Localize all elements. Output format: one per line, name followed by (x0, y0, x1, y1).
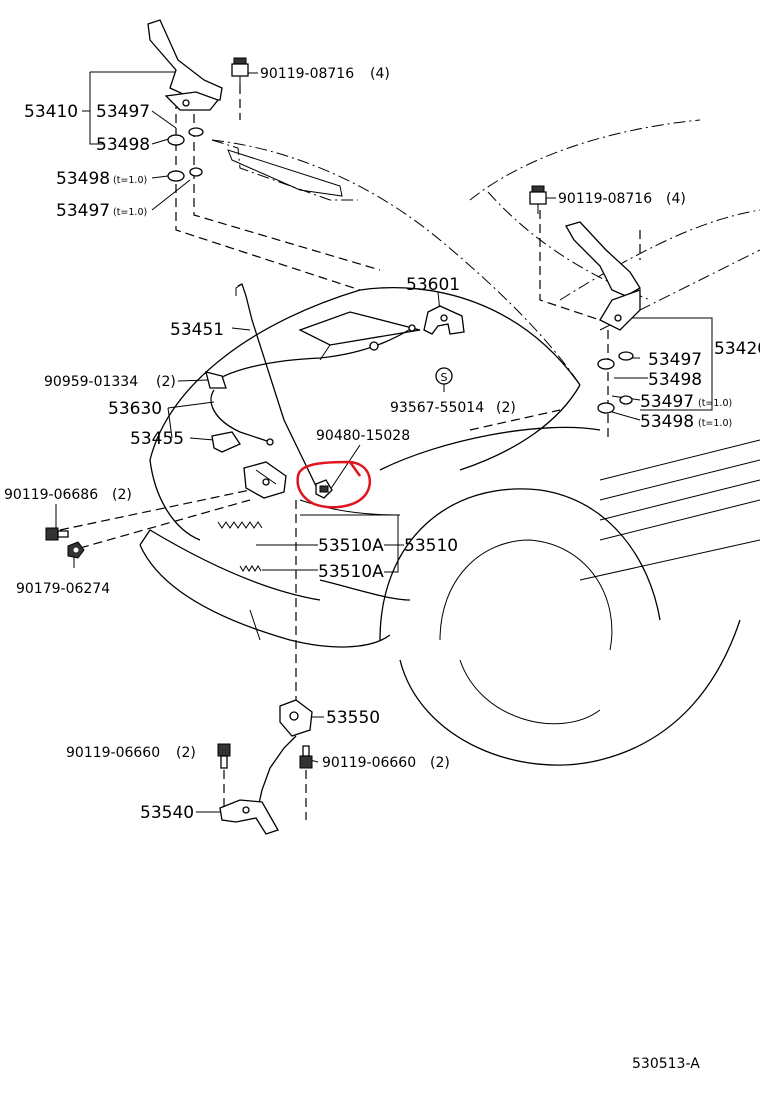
hood-lock-53510 (243, 461, 287, 499)
label-bolt-lock: 90119-06686 (4, 487, 98, 503)
label-53630: 53630 (108, 399, 162, 419)
label-53451: 53451 (170, 320, 224, 340)
label-53497-t10-left: 53497 (56, 201, 110, 221)
label-bolt-left: 90119-08716 (260, 66, 354, 82)
label-53420: 53420 (714, 339, 760, 359)
release-handle-53455 (211, 431, 241, 453)
label-cushion: 90480-15028 (316, 428, 410, 444)
lock-bolt-90119-06686 (45, 527, 69, 541)
label-53497-hinge-left: 53497 (96, 102, 150, 122)
part-labels: 53410 53497 53498 53498 (t=1.0) 53497 (t… (4, 66, 760, 1072)
label-53550: 53550 (326, 708, 380, 728)
hood-release-cable-53630 (210, 324, 416, 446)
washer-53497-left (188, 127, 204, 137)
label-53510a-1: 53510A (318, 536, 384, 556)
label-53497-hinge-right: 53497 (648, 350, 702, 370)
hinge-bolt-right (529, 185, 547, 214)
label-bolt-left-qty: (4) (370, 66, 390, 82)
cable-clip-90959 (205, 371, 227, 389)
lock-spring-53510a-2 (239, 565, 262, 572)
hood-lock-lower-53550 (257, 699, 313, 809)
label-t10-a: (t=1.0) (113, 175, 147, 186)
label-53410: 53410 (24, 102, 78, 122)
lock-spring-53510a-1 (217, 521, 263, 529)
label-53510a-2: 53510A (318, 562, 384, 582)
washer-53497-left-t10 (189, 167, 203, 177)
label-bolt-right: 90119-08716 (558, 191, 652, 207)
label-bolt-lock-qty: (2) (112, 487, 132, 503)
label-clip-qty: (2) (156, 374, 176, 390)
label-53510: 53510 (404, 536, 458, 556)
washer-53497-right-t10 (619, 395, 633, 405)
label-stay-clip-qty: (2) (496, 400, 516, 416)
lock-bolt-lower-right (299, 745, 313, 769)
hood-hinge-right (565, 221, 641, 331)
label-t10-c: (t=1.0) (698, 398, 732, 409)
label-53455: 53455 (130, 429, 184, 449)
label-53497-t10-right: 53497 (640, 392, 694, 412)
label-53498-t10-left: 53498 (56, 169, 110, 189)
hood-cushion-90480 (315, 479, 333, 499)
diagram-code: 530513-A (632, 1056, 700, 1072)
washer-53498-right-t10 (597, 402, 615, 414)
hood-hinge-left (147, 19, 223, 111)
label-clip: 90959-01334 (44, 374, 138, 390)
label-t10-b: (t=1.0) (113, 207, 147, 218)
lock-nut-90179-06274 (67, 541, 85, 559)
hood-stay-rod-53451 (235, 283, 317, 487)
hinge-bolt-left (231, 57, 249, 88)
label-53540: 53540 (140, 803, 194, 823)
label-53498-t10-right: 53498 (640, 412, 694, 432)
label-bolt-right-qty: (4) (666, 191, 686, 207)
label-stay-clip: 93567-55014 (390, 400, 484, 416)
label-53498-hinge-right: 53498 (648, 370, 702, 390)
hood-stay-holder-53601 (423, 305, 465, 335)
label-t10-d: (t=1.0) (698, 418, 732, 429)
label-nut: 90179-06274 (16, 581, 110, 597)
label-bolt-lower-left: 90119-06660 (66, 745, 160, 761)
washer-53498-right (597, 358, 615, 370)
washer-53497-right (618, 351, 634, 361)
leader-lines (55, 71, 713, 813)
label-bolt-lower-left-qty: (2) (176, 745, 196, 761)
label-bolt-lower-right-qty: (2) (430, 755, 450, 771)
lock-support-53540 (219, 799, 279, 835)
label-53601: 53601 (406, 275, 460, 295)
highlight-circle (296, 460, 371, 509)
lock-bolt-lower-left (217, 743, 231, 769)
label-bolt-lower-right: 90119-06660 (322, 755, 416, 771)
washer-53498-left (167, 134, 185, 146)
s-mark-text: S (441, 371, 448, 384)
washer-53498-left-t10 (167, 170, 185, 182)
s-mark-symbol: S (435, 367, 453, 385)
label-53498-hinge-left: 53498 (96, 135, 150, 155)
